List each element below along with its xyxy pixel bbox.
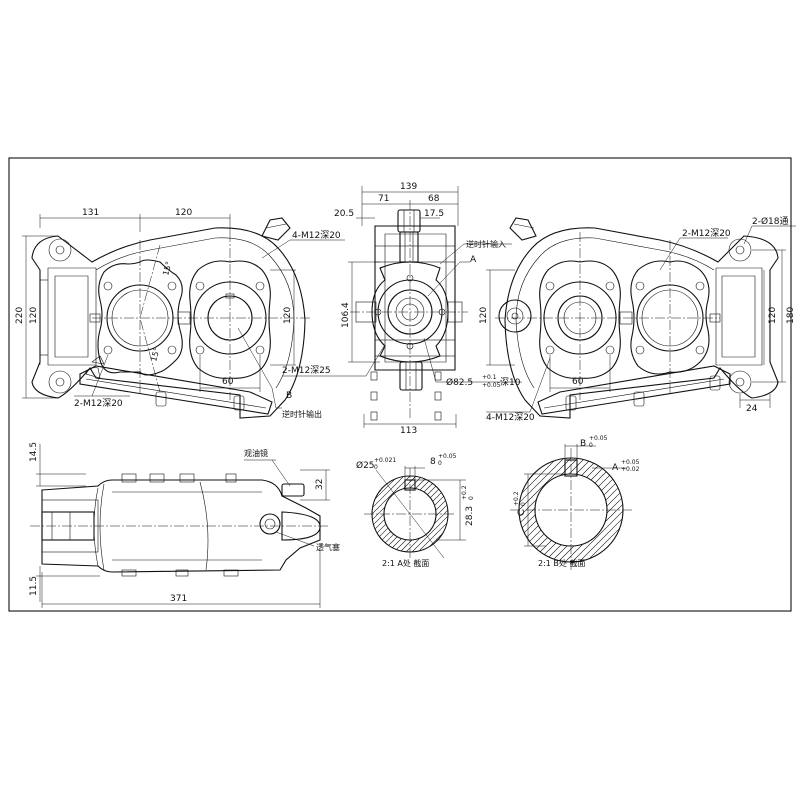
sec-b-c-tol-dn: 0	[520, 502, 527, 506]
dim-71: 71	[378, 194, 389, 204]
label-section-b: B	[286, 391, 292, 401]
drawing-frame	[8, 157, 792, 612]
sec-b-a-tol-dn: +0.02	[621, 466, 640, 473]
plan-view: 14.5 32 11.5 371 观油镜 透气塞	[29, 442, 340, 608]
label-breather: 透气塞	[316, 542, 340, 552]
hatch-line	[569, 458, 623, 562]
sec-b-a-tol-up: +0.05	[621, 459, 640, 466]
dim-113: 113	[400, 426, 417, 436]
hatch-line	[576, 458, 623, 562]
sec-a-depth-tol-dn: 0	[468, 496, 475, 500]
dim-120-left-rear: 120	[479, 307, 489, 324]
side-view: 139 71 68 20.5 17.5 106.4 113 逆时针输入 A 2-…	[282, 182, 522, 436]
hatch-line	[421, 476, 448, 552]
dim-120-left: 120	[29, 307, 39, 324]
hatch-line	[583, 458, 623, 562]
dim-11-5: 11.5	[29, 576, 39, 596]
label-holes-top-rear: 2-M12深20	[682, 228, 731, 239]
sec-b-caption: 2:1 B处 截面	[538, 558, 585, 568]
sec-b-b-tol-up: +0.05	[589, 435, 608, 442]
dim-60-rear: 60	[572, 377, 584, 387]
hatch-line	[415, 476, 448, 552]
hatch-line	[445, 476, 448, 552]
dim-131: 131	[82, 208, 99, 218]
dim-20-5: 20.5	[334, 209, 354, 219]
dim-17-5: 17.5	[424, 209, 444, 219]
front-view: 131 120 220 120 120 60 15° 15° 4-M12深20 …	[15, 208, 345, 419]
label-holes-side: 2-M12深25	[282, 365, 331, 376]
label-input: 逆时针输入	[466, 239, 506, 249]
label-holes-top: 4-M12深20	[292, 230, 341, 241]
sec-a-key: 8	[430, 457, 436, 467]
sec-a-diameter: Ø25	[356, 460, 375, 471]
dim-106-4: 106.4	[341, 302, 351, 328]
rear-view: 120 120 180 60 24 2-M12深20 2-Ø18通 4-M12深…	[479, 216, 796, 423]
sec-a-depth-tol-up: +0.2	[461, 485, 468, 500]
sec-a-caption: 2:1 A处 截面	[382, 558, 429, 568]
dim-220: 220	[15, 307, 25, 324]
sec-b-a: A	[612, 463, 619, 473]
sec-a-depth: 28.3	[465, 506, 475, 526]
hatch-line	[371, 476, 407, 552]
dim-bore-depth: 深10	[500, 377, 521, 388]
hatch-line	[409, 456, 517, 564]
sec-a-diameter-tol-up: +0.021	[374, 457, 396, 464]
label-holes-bottom-rear: 4-M12深20	[486, 412, 535, 423]
sec-b-b: B	[580, 439, 586, 449]
hatch-line	[371, 476, 401, 552]
dim-bore-tol-up: +0.1	[482, 374, 497, 381]
label-section-a: A	[470, 255, 477, 265]
sec-a-diameter-tol-dn: 0	[374, 464, 378, 471]
dim-120-top: 120	[175, 208, 192, 218]
dim-32: 32	[315, 479, 325, 490]
hatch-line	[409, 476, 448, 552]
sec-b-c-tol-up: +0.2	[513, 491, 520, 506]
dim-bore: Ø82.5	[446, 377, 473, 388]
hatch-line	[562, 458, 623, 562]
dim-14-5: 14.5	[29, 442, 39, 462]
label-sight-glass: 观油镜	[244, 448, 268, 458]
dim-24: 24	[746, 404, 758, 414]
dim-68: 68	[428, 194, 440, 204]
dim-371: 371	[170, 594, 187, 604]
section-b: B +0.05 0 A +0.05 +0.02 C +0.2 0 2:1 B处 …	[409, 435, 640, 572]
dim-120-right-rear: 120	[768, 307, 778, 324]
dim-139: 139	[400, 182, 417, 192]
dim-180: 180	[786, 307, 796, 324]
label-holes-bottom: 2-M12深20	[74, 398, 123, 409]
dim-60: 60	[222, 377, 234, 387]
sec-a-key-tol-dn: 0	[438, 460, 442, 467]
label-through-holes: 2-Ø18通	[752, 216, 789, 227]
angle-15-top: 15°	[161, 260, 173, 276]
dim-bore-tol-dn: +0.05	[482, 382, 501, 389]
sec-a-key-tol-up: +0.05	[438, 453, 457, 460]
sec-b-c: C	[517, 510, 527, 516]
sec-b-b-tol-dn: 0	[589, 442, 593, 449]
angle-15-bottom: 15°	[149, 346, 161, 362]
dim-120-right: 120	[283, 307, 293, 324]
label-output: 逆时针输出	[282, 409, 322, 419]
